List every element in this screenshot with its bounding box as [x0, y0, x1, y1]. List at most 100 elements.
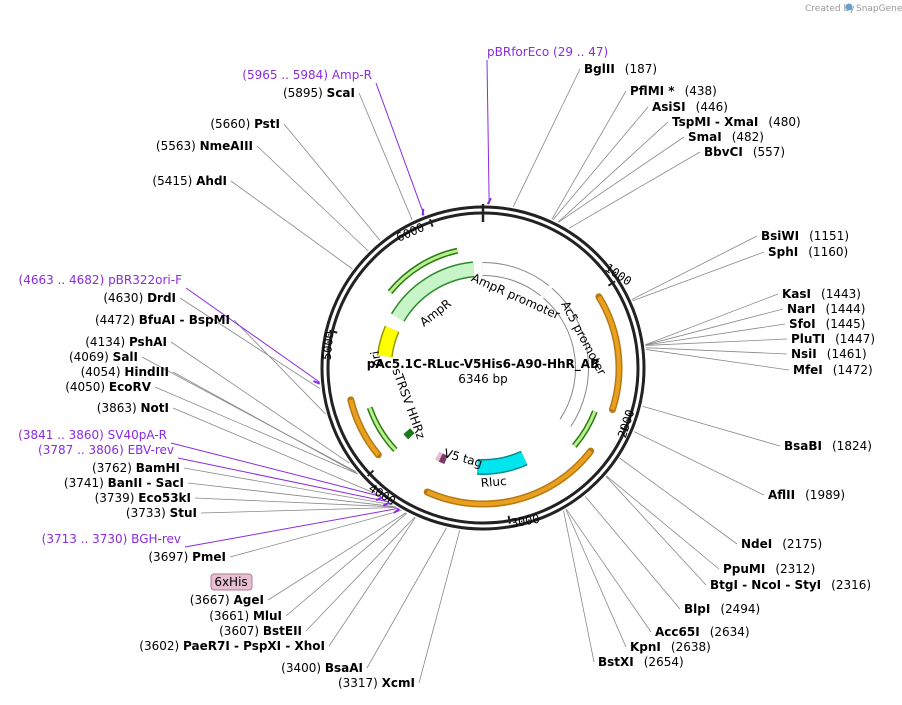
primer-range: (3787 .. 3806) [38, 443, 128, 457]
enzyme-position: (4069) [69, 350, 113, 364]
leader-line [645, 338, 788, 346]
site-label-left: (5415) AhdI [152, 174, 227, 188]
leader-line [558, 136, 685, 223]
leader-line [605, 476, 707, 586]
site-label-right: BlpI (2494) [684, 602, 760, 616]
enzyme-position: (5563) [156, 139, 200, 153]
site-label-left: (3741) BanII - SacI [64, 476, 184, 490]
leader-line [633, 431, 765, 496]
enzyme-position: (4472) [95, 313, 139, 327]
orf-arc-2-fill [426, 449, 593, 506]
site-label-right: BglII(187) [584, 62, 657, 76]
site-label-left: (5895) ScaI [283, 86, 355, 100]
enzyme-position: (4630) [103, 291, 147, 305]
restriction-sites: BglII(187)PflMI *(438)AsiSI(446)TspMI - … [64, 62, 875, 690]
enzyme-position: (2654) [644, 655, 684, 669]
enzyme-name: NdeI [741, 537, 772, 551]
enzyme-name: TspMI - XmaI [672, 115, 758, 129]
leader-line [200, 507, 397, 514]
site-label-right: MfeI(1472) [793, 363, 873, 377]
enzyme-name: AgeI [234, 593, 264, 607]
enzyme-position: (438) [685, 84, 717, 98]
tick-label-3000: 3000 [510, 512, 541, 531]
site-label-left: (5660) PstI [210, 117, 280, 131]
leader-line [632, 251, 765, 302]
enzyme-name: BsiWI [761, 229, 799, 243]
v5-tag-mark [438, 453, 448, 464]
enzyme-name: DrdI [147, 291, 176, 305]
site-label-right: PflMI *(438) [630, 84, 717, 98]
feature-label-v5: V5 tag [442, 446, 484, 470]
enzyme-name: AhdI [196, 174, 227, 188]
snapgene-brand: SnapGene [856, 4, 902, 14]
enzyme-name: XcmI [382, 676, 415, 690]
enzyme-name: KpnI [630, 640, 661, 654]
enzyme-name: PstI [254, 117, 280, 131]
site-label-right: NdeI(2175) [741, 537, 822, 551]
enzyme-position: (2634) [710, 625, 750, 639]
enzyme-position: (3602) [139, 639, 183, 653]
site-label-left: (3607) BstEII [219, 624, 302, 638]
leader-line [552, 106, 649, 220]
enzyme-position: (4054) [81, 365, 125, 379]
enzyme-name: BlpI [684, 602, 710, 616]
site-label-right: TspMI - XmaI (480) [672, 115, 801, 129]
leader-line [283, 123, 381, 241]
enzyme-name: NmeAIII [200, 139, 253, 153]
leader-line [645, 293, 779, 346]
enzyme-name: BsaBI [784, 439, 822, 453]
enzyme-position: (2494) [720, 602, 760, 616]
enzyme-position: (4050) [65, 380, 109, 394]
site-label-right: AflII(1989) [768, 488, 845, 502]
site-label-right: BbvCI(557) [704, 145, 785, 159]
enzyme-position: (187) [625, 62, 657, 76]
primer-range: (4663 .. 4682) [19, 273, 109, 287]
enzyme-name: MluI [253, 609, 282, 623]
enzyme-position: (1824) [832, 439, 872, 453]
enzyme-name: AflII [768, 488, 795, 502]
primer-label: (4663 .. 4682) pBR322ori-F [19, 273, 183, 287]
enzyme-name: BanII - SacI [108, 476, 184, 490]
site-label-left: (3733) StuI [126, 506, 197, 520]
primer-leader [185, 287, 320, 383]
leader-line [568, 151, 701, 229]
credit-text: Created by [805, 4, 855, 14]
primer-mark [393, 508, 400, 514]
feature-label-rluc: Rluc [480, 474, 507, 490]
enzyme-name: KasI [782, 287, 811, 301]
enzyme-name: HindIII [124, 365, 169, 379]
rluc-fill [477, 452, 527, 474]
primer-label: (3787 .. 3806) EBV-rev [38, 443, 174, 457]
enzyme-position: (3697) [148, 550, 192, 564]
enzyme-name: NsiI [791, 347, 817, 361]
enzyme-position: (3762) [92, 461, 136, 475]
enzyme-name: BtgI - NcoI - StyI [710, 578, 821, 592]
site-label-right: NarI(1444) [787, 302, 865, 316]
leader-line [172, 371, 358, 474]
feature-label-ori: ori [368, 350, 384, 368]
leader-line [170, 341, 350, 464]
site-label-right: KasI(1443) [782, 287, 861, 301]
leader-line [305, 516, 415, 632]
enzyme-name: PmeI [192, 550, 226, 564]
enzyme-position: (2316) [831, 578, 871, 592]
enzyme-name: AsiSI [652, 100, 686, 114]
enzyme-position: (482) [732, 130, 764, 144]
enzyme-name: BstXI [598, 655, 634, 669]
enzyme-name: StuI [170, 506, 197, 520]
leader-line [557, 121, 669, 223]
leader-line [183, 467, 393, 506]
enzyme-name: EcoRV [109, 380, 152, 394]
leader-line [267, 512, 407, 601]
enzyme-position: (1444) [826, 302, 866, 316]
primer-leader [375, 82, 425, 216]
leader-line [229, 510, 402, 558]
leader-line [631, 235, 758, 300]
leader-line [563, 510, 595, 663]
enzyme-name: SfoI [789, 317, 816, 331]
site-label-right: BstXI (2654) [598, 655, 684, 669]
enzyme-position: (480) [768, 115, 800, 129]
enzyme-position: (2312) [775, 562, 815, 576]
ampr-promoter-fill [482, 262, 549, 296]
